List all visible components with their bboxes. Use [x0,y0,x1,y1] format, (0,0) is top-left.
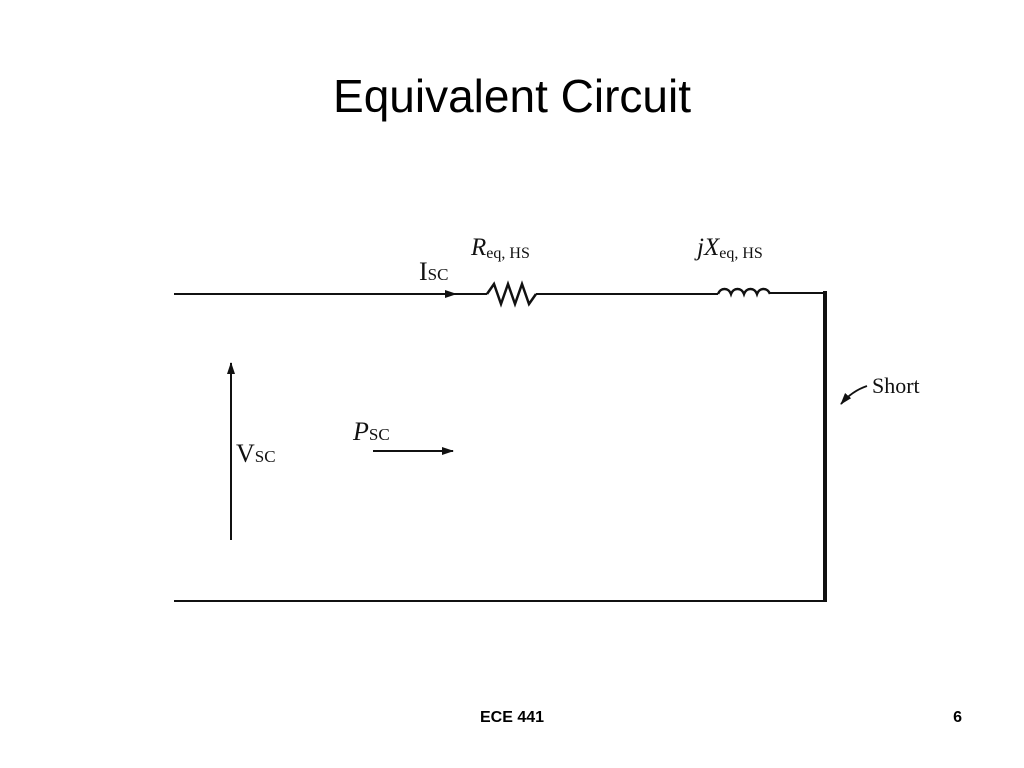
current-label-sub: SC [428,265,449,284]
resistor-symbol [485,280,538,308]
footer-page-number: 6 [953,709,962,726]
voltage-label-sub: SC [255,447,276,466]
short-label: Short [872,373,920,398]
reactance-label: jXeq, HS [694,234,763,262]
power-label: PSC [352,417,390,446]
resistor-label-main: R [470,234,486,261]
current-label-main: I [419,257,428,286]
resistor-label-sub: eq, HS [486,245,530,262]
current-label: ISC [419,257,448,286]
inductor-symbol [716,287,772,298]
voltage-label-main: V [236,439,255,468]
short-pointer [840,385,868,405]
voltage-label: VSC [236,439,276,468]
reactance-label-sub: eq, HS [719,245,763,262]
footer-course: ECE 441 [479,709,545,726]
reactance-label-main: jX [694,234,721,261]
resistor-label: Req, HS [470,234,530,262]
slide-title: Equivalent Circuit [333,70,691,122]
power-label-sub: SC [369,425,390,444]
power-label-main: P [352,417,369,446]
